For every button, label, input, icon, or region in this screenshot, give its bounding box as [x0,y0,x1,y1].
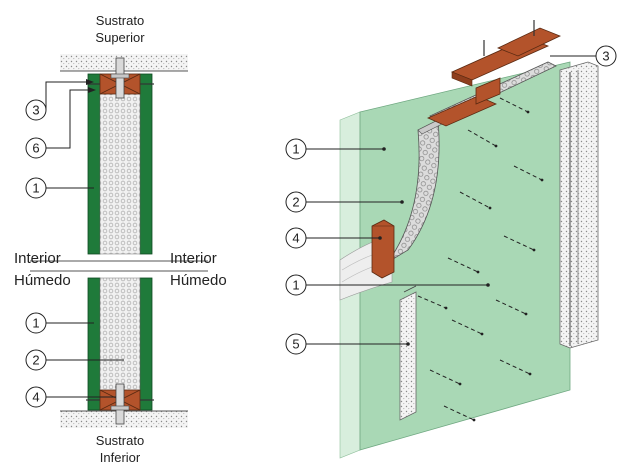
iso-callout-3: 3 [595,45,617,67]
iso-callout-1-lower-text: 1 [292,278,299,293]
fastener-lines [417,97,543,421]
left-callout-6: 6 [25,137,47,159]
left-callout-3: 3 [25,99,47,121]
iso-callout-1-upper-text: 1 [292,142,299,157]
insulation-core-upper [99,73,141,255]
iso-callout-4: 4 [285,227,307,249]
left-callout-1-lower-text: 1 [32,316,39,331]
top-substrate-line2: Superior [95,30,145,45]
bottom-substrate-line1: Sustrato [96,433,144,448]
left-callout-1-upper: 1 [25,177,47,199]
left-callout-4: 4 [25,386,47,408]
interior-left-line1: Interior [14,250,61,267]
isometric-drawing: 3 1 2 4 1 5 [285,20,617,459]
left-callout-1-upper-text: 1 [32,181,39,196]
iso-callout-5: 5 [285,333,307,355]
bottom-substrate-line2: Inferior [100,450,141,465]
left-section-drawing: 3 6 1 1 2 4 Sustrato Superior Sustrato I… [14,13,227,465]
interior-left-line2: Húmedo [14,272,71,289]
curved-foam-core [387,119,440,263]
green-board-left-upper [87,73,101,255]
left-callout-3-text: 3 [32,103,39,118]
iso-callout-4-text: 4 [292,231,299,246]
green-board-right-lower [139,277,153,411]
left-callout-2: 2 [25,349,47,371]
interior-right-line1: Interior [170,250,217,267]
green-board-right-upper [139,73,153,255]
interior-right-line2: Húmedo [170,272,227,289]
iso-callout-2-text: 2 [292,195,299,210]
iso-callout-1-upper: 1 [285,138,307,160]
iso-callout-3-text: 3 [602,49,609,64]
iso-callout-5-text: 5 [292,337,299,352]
top-substrate-line1: Sustrato [96,13,144,28]
iso-callout-2: 2 [285,191,307,213]
bottom-anchor [115,383,125,425]
left-callout-1-lower: 1 [25,312,47,334]
cement-board-panel [399,291,417,421]
left-callout-2-text: 2 [32,353,39,368]
right-edge-panel [559,61,599,349]
iso-callout-1-lower: 1 [285,274,307,296]
bottom-wood-block [371,219,395,279]
left-callout-4-text: 4 [32,390,39,405]
green-board-left-lower [87,277,101,411]
left-callout-6-text: 6 [32,141,39,156]
